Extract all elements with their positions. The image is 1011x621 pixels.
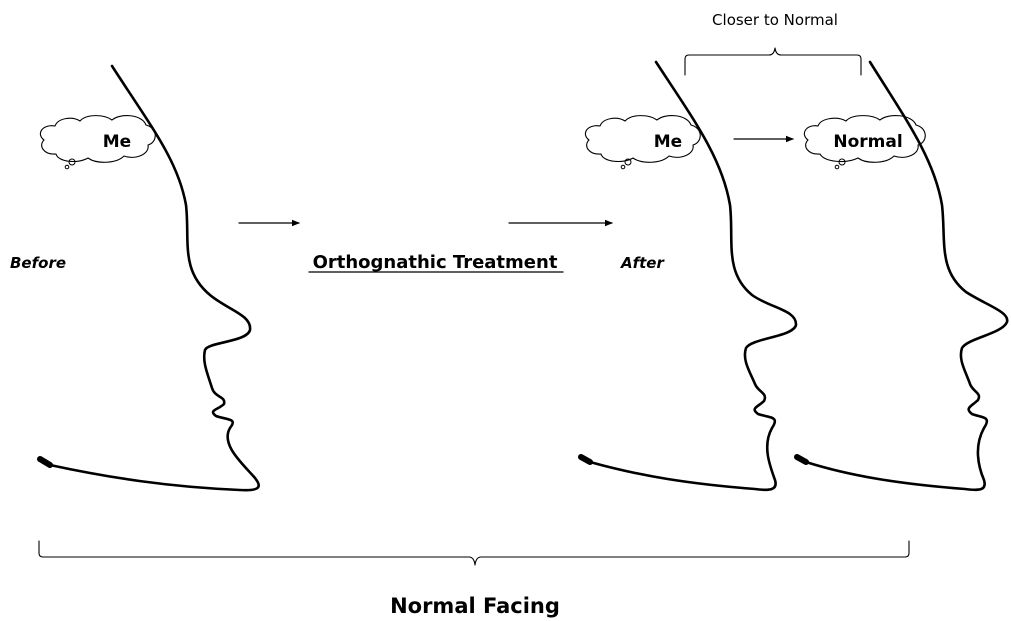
cloud-shape xyxy=(585,116,700,163)
normal-neck-tip xyxy=(797,457,806,462)
cloud-shape xyxy=(40,116,155,163)
cloud-dot-small xyxy=(835,165,839,169)
label-closer-to-normal: Closer to Normal xyxy=(712,11,838,29)
normal-face-outline xyxy=(806,62,1007,490)
thought-bubble-after: Me xyxy=(585,116,700,169)
after-neck-tip xyxy=(581,457,590,462)
brace-normal-facing xyxy=(39,541,909,565)
cloud-dot-small xyxy=(65,165,69,169)
label-normal-facing: Normal Facing xyxy=(390,594,560,618)
normal-face-profile xyxy=(797,62,1007,490)
thought-bubble-before: Me xyxy=(40,116,155,169)
before-face-profile xyxy=(40,66,259,490)
brace-closer-to-normal xyxy=(685,48,861,75)
cloud-dot-small xyxy=(621,165,625,169)
label-orthognathic-treatment: Orthognathic Treatment xyxy=(313,252,558,273)
label-after: After xyxy=(620,254,665,272)
thought-label-me-before: Me xyxy=(103,132,131,152)
after-face-profile xyxy=(581,62,796,490)
before-face-outline xyxy=(50,66,259,490)
thought-label-normal: Normal xyxy=(833,132,902,152)
thought-label-me-after: Me xyxy=(654,132,682,152)
before-neck-tip xyxy=(40,459,50,465)
label-before: Before xyxy=(10,254,66,272)
